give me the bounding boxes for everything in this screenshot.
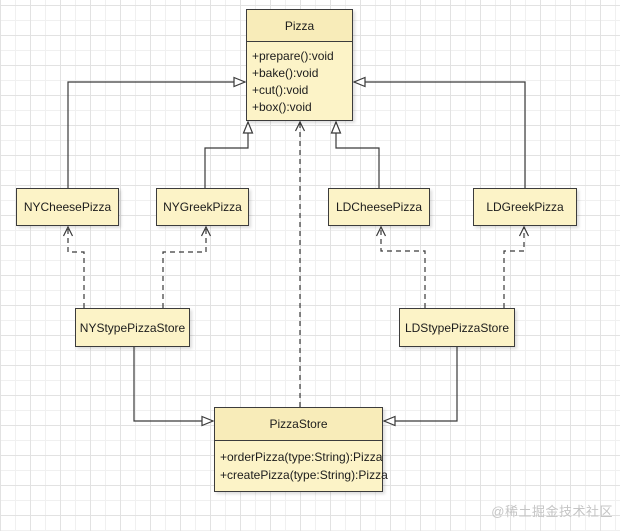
class-name-nystypepizzastore: NYStypePizzaStore xyxy=(79,320,186,335)
class-box-pizza: Pizza +prepare():void +bake():void +cut(… xyxy=(246,9,353,121)
method-bake: +bake():void xyxy=(252,66,319,80)
class-box-pizzastore: PizzaStore +orderPizza(type:String):Pizz… xyxy=(214,407,388,492)
class-name-nycheesepizza: NYCheesePizza xyxy=(23,200,112,214)
class-methods-pizzastore: +orderPizza(type:String):Pizza +createPi… xyxy=(215,441,388,484)
edge-nycheesepizza-to-pizza xyxy=(67,82,245,188)
edge-ldstore-to-ldcheesepizza-dependency xyxy=(375,225,426,308)
class-name-ldcheesepizza: LDCheesePizza xyxy=(335,200,423,214)
method-box: +box():void xyxy=(252,100,312,114)
edge-nygreekpizza-to-pizza xyxy=(204,122,248,188)
class-methods-pizza: +prepare():void +bake():void +cut():void… xyxy=(247,42,352,116)
class-box-ldcheesepizza: LDCheesePizza xyxy=(328,188,430,226)
class-box-ldstypepizzastore: LDStypePizzaStore xyxy=(399,308,515,347)
watermark-text: @稀土掘金技术社区 xyxy=(491,504,613,519)
method-prepare: +prepare():void xyxy=(252,49,334,63)
class-box-nystypepizzastore: NYStypePizzaStore xyxy=(75,308,190,347)
class-name-ldgreekpizza: LDGreekPizza xyxy=(486,200,564,214)
edge-ldgreekpizza-to-pizza xyxy=(354,82,526,188)
class-name-pizza: Pizza xyxy=(247,10,352,42)
edge-ldstypepizzastore-to-pizzastore xyxy=(384,347,458,421)
edge-nystore-to-nygreekpizza-dependency xyxy=(162,225,212,308)
edge-nystypepizzastore-to-pizzastore xyxy=(133,347,213,421)
class-name-pizzastore: PizzaStore xyxy=(215,408,382,441)
method-cut: +cut():void xyxy=(252,83,309,97)
class-box-nycheesepizza: NYCheesePizza xyxy=(16,188,119,226)
method-createpizza: +createPizza(type:String):Pizza xyxy=(220,468,388,482)
edge-ldcheesepizza-to-pizza xyxy=(336,122,380,188)
method-orderpizza: +orderPizza(type:String):Pizza xyxy=(220,450,383,464)
class-name-nygreekpizza: NYGreekPizza xyxy=(163,200,242,214)
class-box-nygreekpizza: NYGreekPizza xyxy=(156,188,249,226)
edge-ldstore-to-ldgreekpizza-dependency xyxy=(503,225,530,308)
class-name-ldstypepizzastore: LDStypePizzaStore xyxy=(404,320,510,335)
edge-nystore-to-nycheesepizza-dependency xyxy=(62,225,85,308)
class-box-ldgreekpizza: LDGreekPizza xyxy=(473,188,577,226)
